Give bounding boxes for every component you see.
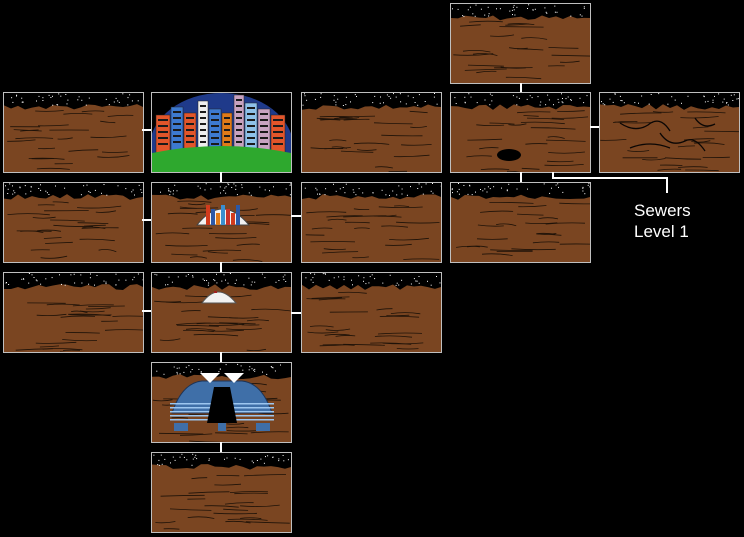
dirt-room-art — [4, 273, 143, 352]
connector — [520, 172, 522, 182]
room-tunnels[interactable] — [599, 92, 740, 173]
dirt-room-art — [302, 93, 441, 172]
connector — [291, 215, 301, 217]
sewer-pointer-line — [666, 177, 668, 193]
connector — [291, 312, 301, 314]
room-row2-col4[interactable] — [450, 182, 591, 263]
dirt-room-art — [4, 183, 143, 262]
room-top-right[interactable] — [450, 3, 591, 84]
room-row2-col3[interactable] — [301, 182, 442, 263]
base-room-art — [152, 363, 291, 442]
dirt-room-art — [302, 183, 441, 262]
tunnels-room-art — [600, 93, 739, 172]
room-row2-col1[interactable] — [3, 182, 144, 263]
room-sewer-entrance[interactable] — [450, 92, 591, 173]
connector — [142, 219, 151, 221]
connector — [220, 352, 222, 362]
room-row1-col1[interactable] — [3, 92, 144, 173]
small-dome-room-art — [152, 273, 291, 352]
sewers-label-line2: Level 1 — [634, 222, 689, 241]
room-row3-col3[interactable] — [301, 272, 442, 353]
dirt-room-art — [4, 93, 143, 172]
sewers-label[interactable]: Sewers Level 1 — [634, 200, 691, 242]
dirt-room-art — [451, 183, 590, 262]
room-bottom[interactable] — [151, 452, 292, 533]
connector — [520, 83, 522, 92]
room-row3-col1[interactable] — [3, 272, 144, 353]
sewers-label-line1: Sewers — [634, 201, 691, 220]
city-room-art — [152, 93, 291, 172]
dome-city-room-art — [152, 183, 291, 262]
room-small-dome[interactable] — [151, 272, 292, 353]
cave-room-art — [451, 93, 590, 172]
dirt-room-art — [451, 4, 590, 83]
connector — [590, 126, 599, 128]
sewer-pointer-line — [552, 172, 554, 178]
room-row1-col3[interactable] — [301, 92, 442, 173]
connector — [220, 262, 222, 272]
connector — [220, 442, 222, 452]
connector — [142, 129, 151, 131]
room-base[interactable] — [151, 362, 292, 443]
room-city[interactable] — [151, 92, 292, 173]
dirt-room-art — [302, 273, 441, 352]
connector — [220, 172, 222, 182]
dirt-room-art — [152, 453, 291, 532]
connector — [142, 310, 151, 312]
room-dome-city[interactable] — [151, 182, 292, 263]
sewer-pointer-line — [552, 177, 668, 179]
